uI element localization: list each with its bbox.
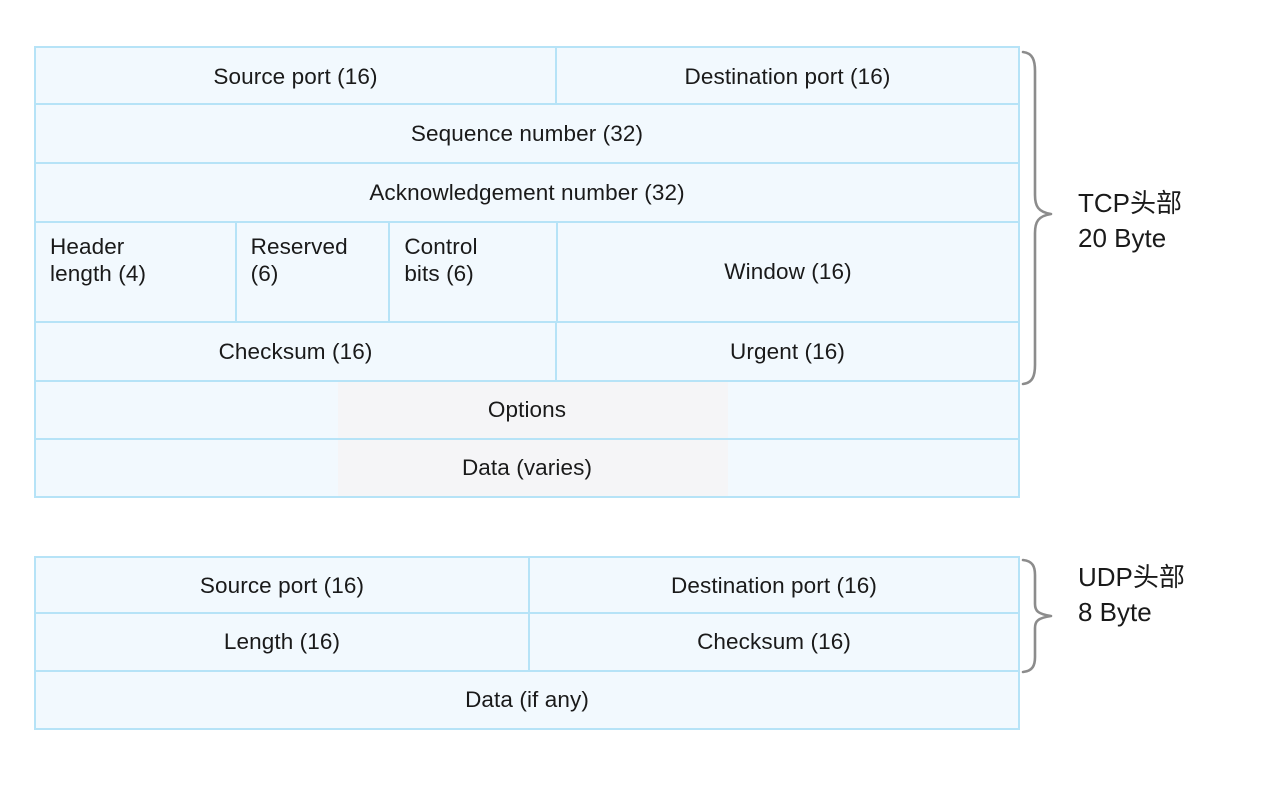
udp-source-port-cell: Source port (16): [34, 556, 530, 616]
tcp-urgent-cell: Urgent (16): [555, 321, 1020, 382]
tcp-sequence-number-cell: Sequence number (32): [34, 103, 1020, 164]
tcp-sequence-number-label: Sequence number (32): [410, 120, 644, 146]
tcp-window-cell: Window (16): [555, 221, 1020, 323]
tcp-acknowledgement-row: Acknowledgement number (32): [34, 162, 1020, 223]
udp-checksum-cell: Checksum (16): [528, 612, 1020, 672]
tcp-sequence-row: Sequence number (32): [34, 103, 1020, 164]
tcp-data-row: Data (varies): [34, 438, 1020, 498]
udp-checksum-label: Checksum (16): [697, 629, 851, 655]
tcp-source-port-cell: Source port (16): [34, 46, 557, 107]
tcp-checksum-label: Checksum (16): [218, 338, 373, 364]
tcp-checksum-cell: Checksum (16): [34, 321, 557, 382]
tcp-reserved-cell: Reserved (6): [234, 221, 391, 323]
tcp-checksum-urgent-row: Checksum (16) Urgent (16): [34, 321, 1020, 382]
udp-header-table: Source port (16) Destination port (16) L…: [34, 556, 1020, 732]
tcp-destination-port-cell: Destination port (16): [555, 46, 1020, 107]
tcp-brace-icon: [1020, 50, 1054, 386]
udp-ports-row: Source port (16) Destination port (16): [34, 556, 1020, 616]
udp-destination-port-label: Destination port (16): [671, 573, 877, 599]
tcp-options-label: Options: [487, 397, 567, 423]
tcp-acknowledgement-number-label: Acknowledgement number (32): [369, 179, 685, 205]
tcp-header-table: Source port (16) Destination port (16) S…: [34, 46, 1020, 498]
udp-data-label: Data (if any): [465, 687, 589, 713]
tcp-flags-window-row: Header length (4) Reserved (6) Control b…: [34, 221, 1020, 323]
udp-destination-port-cell: Destination port (16): [528, 556, 1020, 616]
tcp-options-row: Options: [34, 380, 1020, 440]
tcp-source-port-label: Source port (16): [213, 63, 378, 89]
tcp-header-length-cell: Header length (4): [34, 221, 237, 323]
tcp-acknowledgement-number-cell: Acknowledgement number (32): [34, 162, 1020, 223]
tcp-destination-port-label: Destination port (16): [684, 63, 891, 89]
udp-length-label: Length (16): [223, 629, 341, 655]
udp-length-checksum-row: Length (16) Checksum (16): [34, 612, 1020, 672]
tcp-control-bits-cell: Control bits (6): [388, 221, 558, 323]
tcp-urgent-label: Urgent (16): [730, 338, 845, 364]
tcp-header-length-label: Header length (4): [50, 234, 147, 287]
tcp-data-cell: Data (varies): [34, 438, 1020, 498]
tcp-options-cell: Options: [34, 380, 1020, 440]
udp-header-size-label: UDP头部 8 Byte: [1078, 562, 1185, 627]
tcp-ports-row: Source port (16) Destination port (16): [34, 46, 1020, 107]
tcp-header-size-label: TCP头部 20 Byte: [1078, 188, 1183, 253]
udp-source-port-label: Source port (16): [199, 573, 365, 599]
udp-length-cell: Length (16): [34, 612, 530, 672]
tcp-control-bits-label: Control bits (6): [404, 234, 478, 287]
tcp-reserved-label: Reserved (6): [250, 234, 348, 287]
tcp-data-label: Data (varies): [461, 455, 593, 481]
udp-data-row: Data (if any): [34, 670, 1020, 730]
udp-brace-icon: [1020, 558, 1054, 674]
udp-data-cell: Data (if any): [34, 670, 1020, 730]
tcp-window-label: Window (16): [724, 259, 852, 285]
